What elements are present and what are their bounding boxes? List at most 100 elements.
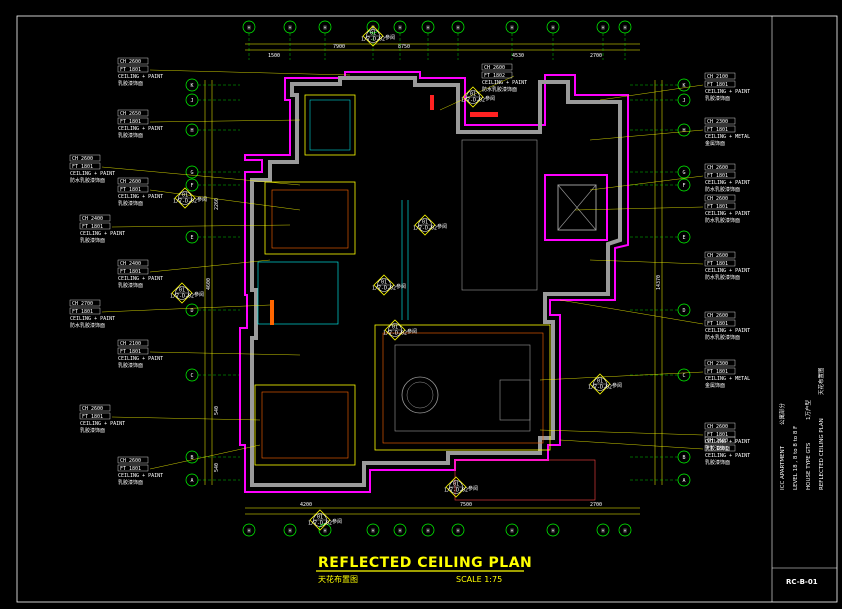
ceiling-height: CH 2600 — [707, 196, 728, 202]
finish-code: FT 1801 — [707, 432, 728, 438]
grid-bubble-bottom: H — [505, 523, 519, 537]
finish-code: FT 1801 — [707, 446, 728, 452]
grid-bubble-top: H — [421, 20, 435, 60]
callout-number: 01 — [370, 31, 376, 37]
finish-type: CEILING + PAINT — [705, 180, 750, 186]
grid-bubble-top: H — [546, 20, 560, 60]
dim-left-3: 540 — [214, 406, 220, 415]
room-lift-inner — [557, 184, 597, 231]
grid-bubble-label: G — [190, 170, 193, 176]
callout-ref: 1/7-D-02 — [173, 199, 197, 205]
grid-bubble-label: H — [551, 529, 554, 535]
grid-bubble-label: H — [288, 529, 291, 535]
callout-ref: 1/7-D-02 — [588, 385, 612, 391]
finish-note: 防水乳胶漆饰面 — [70, 177, 105, 184]
leader-line — [101, 304, 271, 313]
grid-bubble-label: H — [288, 26, 291, 32]
room-kitchen — [461, 139, 538, 291]
grid-bubble-right: K — [630, 78, 691, 92]
dimension-line-top — [245, 43, 640, 51]
callout-number: 01 — [381, 280, 387, 286]
grid-bubble-label: K — [190, 83, 193, 89]
finish-note: 乳胶漆饰面 — [118, 362, 143, 369]
room-living-inner — [382, 332, 544, 444]
finish-note: 防水乳胶漆饰面 — [705, 186, 740, 193]
dim-top-1: 1500 — [268, 53, 280, 59]
grid-bubble-left: F — [185, 178, 240, 192]
ceiling-height: CH 2100 — [120, 341, 141, 347]
grid-bubble-right: G — [630, 165, 691, 179]
grid-bubble-label: C — [190, 373, 193, 379]
grid-bubble-label: H — [601, 26, 604, 32]
title-block: ICC APARTMENT 公寓部分 LEVEL 18 , 8 to 8 to … — [778, 367, 825, 586]
grid-bubble-bottom: H — [596, 523, 610, 537]
ceiling-height: CH 2600 — [82, 406, 103, 412]
ceiling-height: CH 2600 — [707, 253, 728, 259]
dim-bottom-1: 4200 — [300, 502, 312, 508]
grid-bubble-label: H — [551, 26, 554, 32]
grid-bubble-bottom: H — [242, 523, 256, 537]
leader-line — [111, 224, 291, 228]
finish-note: 乳胶漆饰面 — [118, 80, 143, 87]
grid-bubble-left: G — [185, 165, 240, 179]
grid-bubble-label: D — [682, 308, 685, 314]
callout-ref: 1/7-D-02 — [308, 521, 332, 527]
tb-sheet-name: REFLECTED CEILING PLAN — [819, 418, 825, 490]
leader-line — [149, 444, 261, 470]
finish-type: CEILING + PAINT — [482, 80, 527, 86]
leader-line — [149, 69, 351, 76]
grid-bubble-label: H — [601, 529, 604, 535]
callout-number: 01 — [597, 379, 603, 385]
leader-line — [149, 119, 301, 123]
finish-type: CEILING + PAINT — [705, 89, 750, 95]
room-lift — [544, 174, 608, 241]
callout-ref: 1/7-D-02 — [372, 286, 396, 292]
tb-house-type: HOUSE TYPE GTS — [806, 442, 812, 490]
leader-line — [539, 429, 704, 436]
grid-bubble-label: H — [456, 529, 459, 535]
floor-plan — [239, 71, 629, 501]
callout-ref-word: 参阅 — [407, 328, 417, 335]
grid-bubble-top: H — [596, 20, 610, 60]
ceiling-height: CH 2600 — [707, 424, 728, 430]
room-bedroom-bottom — [254, 384, 356, 466]
grid-bubble-left: D — [185, 303, 240, 317]
callout-number: 01 — [317, 515, 323, 521]
grid-bubble-label: H — [323, 529, 326, 535]
grid-bubble-right: J — [630, 93, 691, 107]
finish-note: 乳胶漆饰面 — [118, 132, 143, 139]
finish-type: CEILING + PAINT — [118, 74, 163, 80]
drawing-scale: SCALE 1:75 — [456, 575, 502, 584]
ceiling-height: CH 2600 — [707, 165, 728, 171]
leader-line — [439, 75, 515, 111]
dim-left-1: 2260 — [214, 198, 220, 210]
finish-type: CEILING + PAINT — [118, 473, 163, 479]
grid-bubble-top: H — [366, 20, 380, 60]
grid-bubble-label: E — [682, 235, 685, 241]
grid-bubble-label: D — [190, 308, 193, 314]
dim-left-2: 4600 — [206, 278, 212, 290]
grid-bubble-label: H — [426, 26, 429, 32]
grid-bubble-label: H — [323, 26, 326, 32]
tb-level: LEVEL 18 , 8 to 8 to 8 F — [793, 426, 799, 490]
leader-line — [101, 166, 301, 186]
finish-type: CEILING + PAINT — [118, 126, 163, 132]
leader-lines — [101, 69, 704, 470]
dimension-line-left — [204, 80, 213, 485]
dining-table-inner — [406, 381, 434, 409]
finish-code: FT 1801 — [707, 369, 728, 375]
leader-line — [539, 371, 704, 381]
leader-line — [559, 439, 704, 450]
grid-bubble-bottom: H — [421, 523, 435, 537]
